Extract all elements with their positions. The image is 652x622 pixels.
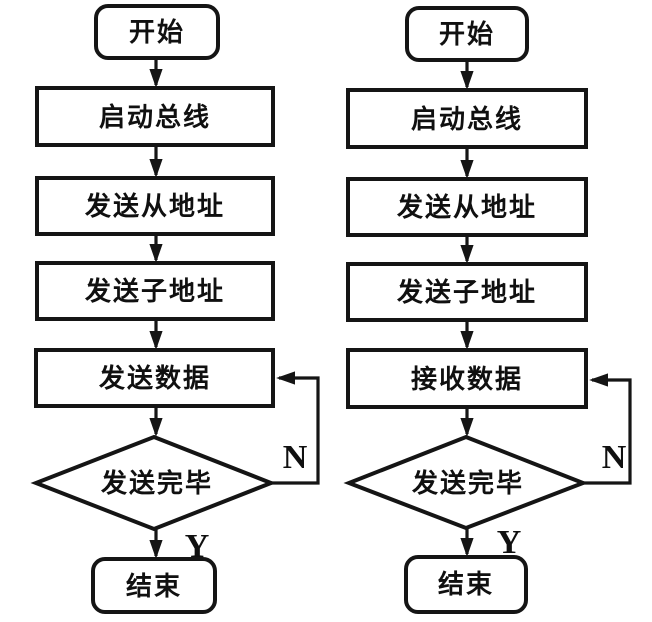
process-box-send-sub-addr — [346, 262, 588, 322]
end-terminator — [91, 557, 217, 614]
process-label: 接收数据 — [411, 364, 523, 394]
end-label: 结束 — [438, 569, 494, 599]
process-label: 启动总线 — [411, 104, 523, 134]
process-box-start-bus — [346, 88, 588, 149]
flowchart-receive: 开始 启动总线 发送从地址 发送子地址 接收数据 发送完毕 N — [343, 6, 632, 614]
no-loop-connector — [583, 373, 632, 485]
flowchart-send: 开始 启动总线 发送从地址 发送子地址 发送数据 发送完毕 N — [30, 4, 320, 614]
no-loop-connector — [271, 371, 320, 485]
start-label: 开始 — [439, 19, 495, 49]
no-label: N — [283, 439, 308, 476]
decision-label: 发送完毕 — [100, 468, 213, 498]
no-label: N — [602, 439, 627, 476]
process-label: 发送从地址 — [396, 192, 537, 222]
process-box-send-slave-addr — [346, 177, 588, 237]
end-terminator — [404, 555, 528, 614]
process-label: 发送子地址 — [84, 276, 225, 306]
process-box-send-sub-addr — [35, 261, 275, 321]
process-label: 发送子地址 — [396, 277, 537, 307]
process-label: 发送数据 — [98, 363, 211, 393]
process-box-start-bus — [35, 86, 275, 147]
process-label: 发送从地址 — [84, 191, 225, 221]
decision-label: 发送完毕 — [411, 468, 524, 498]
yes-label: Y — [497, 524, 522, 561]
decision-diamond — [30, 434, 277, 532]
start-label: 开始 — [129, 17, 185, 47]
end-label: 结束 — [126, 571, 182, 601]
process-label: 启动总线 — [99, 102, 211, 132]
